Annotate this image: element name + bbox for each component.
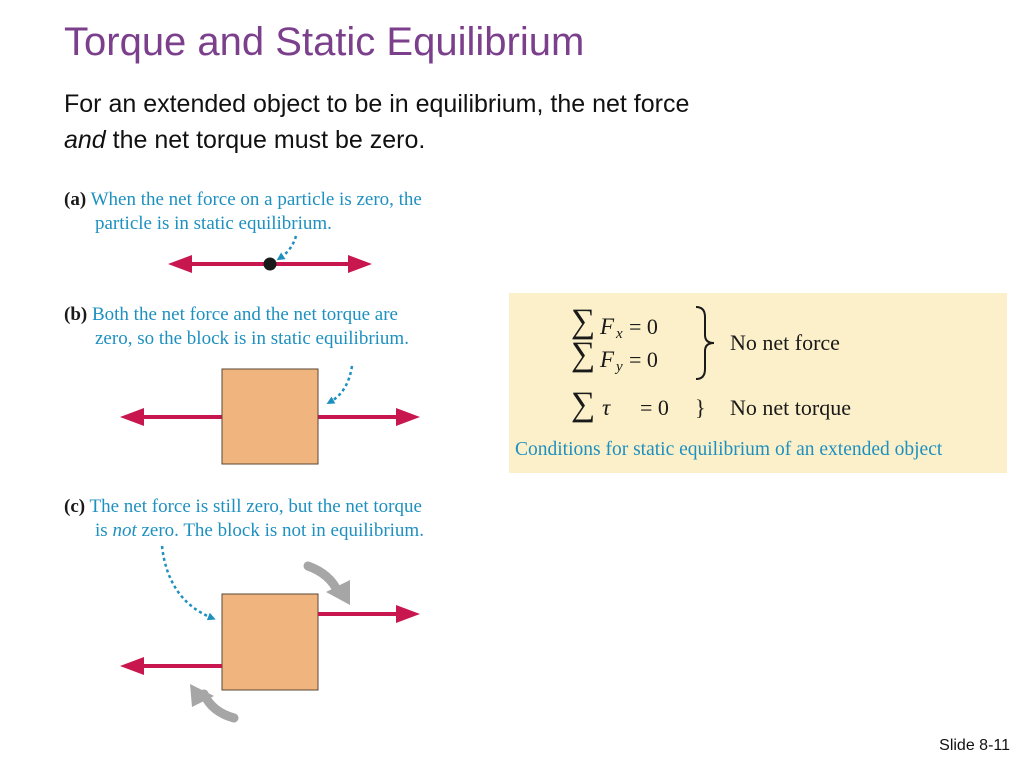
- panel-b-caption: (b) Both the net force and the net torqu…: [64, 303, 409, 351]
- panel-c-text-2-pre: is: [95, 520, 113, 541]
- panel-a-figure: [168, 235, 372, 273]
- panel-c-caption-line-2: is not zero. The block is not in equilib…: [64, 519, 424, 543]
- intro-line-2: and the net torque must be zero.: [64, 122, 689, 158]
- fx-subscript: x: [616, 326, 623, 342]
- panel-c-caption: (c) The net force is still zero, but the…: [64, 495, 424, 543]
- slide-title: Torque and Static Equilibrium: [64, 20, 585, 64]
- panel-c-tag: (c): [64, 496, 86, 517]
- intro-text: For an extended object to be in equilibr…: [64, 86, 689, 158]
- panel-a-caption-line-2: particle is in static equilibrium.: [95, 213, 332, 234]
- panel-a-left-arrowhead: [168, 255, 192, 273]
- panel-a-tag: (a): [64, 189, 87, 210]
- panel-b-right-arrowhead: [396, 408, 420, 426]
- panel-b-left-arrowhead: [120, 408, 144, 426]
- sum-symbol-tau: ∑: [571, 386, 596, 423]
- panel-b-pointer-arrow: [326, 365, 354, 404]
- force-brace-icon: [695, 306, 715, 380]
- panel-a-right-arrowhead: [348, 255, 372, 273]
- fy-subscript: y: [616, 359, 623, 375]
- intro-emphasis: and: [64, 126, 106, 154]
- panel-c-text-1: The net force is still zero, but the net…: [89, 496, 422, 517]
- torque-brace: }: [695, 395, 706, 420]
- rotation-arrowhead-top: [326, 580, 350, 605]
- fx-equals-zero: = 0: [629, 314, 658, 339]
- panel-c-block: [221, 593, 319, 691]
- panel-c-pointer-arrow: [160, 545, 216, 621]
- panel-a-text-1: When the net force on a particle is zero…: [90, 189, 422, 210]
- particle-dot: [263, 257, 277, 271]
- fy-variable: F: [600, 347, 615, 372]
- panel-c-left-arrowhead: [120, 657, 144, 675]
- panel-b-caption-line-2: zero, so the block is in static equilibr…: [95, 328, 409, 349]
- panel-c-text-2-post: zero. The block is not in equilibrium.: [136, 520, 424, 541]
- panel-c-emphasis: not: [112, 520, 137, 541]
- tau-variable: τ: [602, 395, 611, 420]
- panel-b-tag: (b): [64, 304, 88, 325]
- panel-a-pointer-arrow: [276, 235, 298, 261]
- panel-a-caption-line-1: (a) When the net force on a particle is …: [64, 188, 422, 212]
- panel-b-figure: [120, 365, 420, 465]
- sum-symbol-fx: ∑: [571, 303, 596, 340]
- panel-b-caption-line-1: (b) Both the net force and the net torqu…: [64, 303, 409, 327]
- panel-c-figure: [120, 545, 420, 723]
- panel-a-caption: (a) When the net force on a particle is …: [64, 188, 422, 236]
- no-net-force-label: No net force: [730, 330, 840, 355]
- fy-equals-zero: = 0: [629, 347, 658, 372]
- equilibrium-conditions-box: ∑ F x = 0 ∑ F y = 0 No net force ∑ τ = 0…: [509, 293, 1007, 473]
- panel-c-right-arrowhead: [396, 605, 420, 623]
- rotation-arrow-top: [303, 561, 343, 597]
- intro-line-2-rest: the net torque must be zero.: [105, 126, 426, 154]
- fx-variable: F: [600, 314, 615, 339]
- sum-symbol-fy: ∑: [571, 336, 596, 373]
- rotation-arrowhead-bottom: [190, 684, 214, 707]
- conditions-caption: Conditions for static equilibrium of an …: [515, 439, 943, 460]
- panel-b-block: [221, 368, 319, 465]
- panel-c-caption-line-1: (c) The net force is still zero, but the…: [64, 495, 424, 519]
- intro-line-1: For an extended object to be in equilibr…: [64, 90, 690, 118]
- no-net-torque-label: No net torque: [730, 395, 851, 420]
- panel-b-text-1: Both the net force and the net torque ar…: [91, 304, 398, 325]
- tau-equals-zero: = 0: [640, 395, 669, 420]
- slide-number: Slide 8-11: [939, 737, 1010, 754]
